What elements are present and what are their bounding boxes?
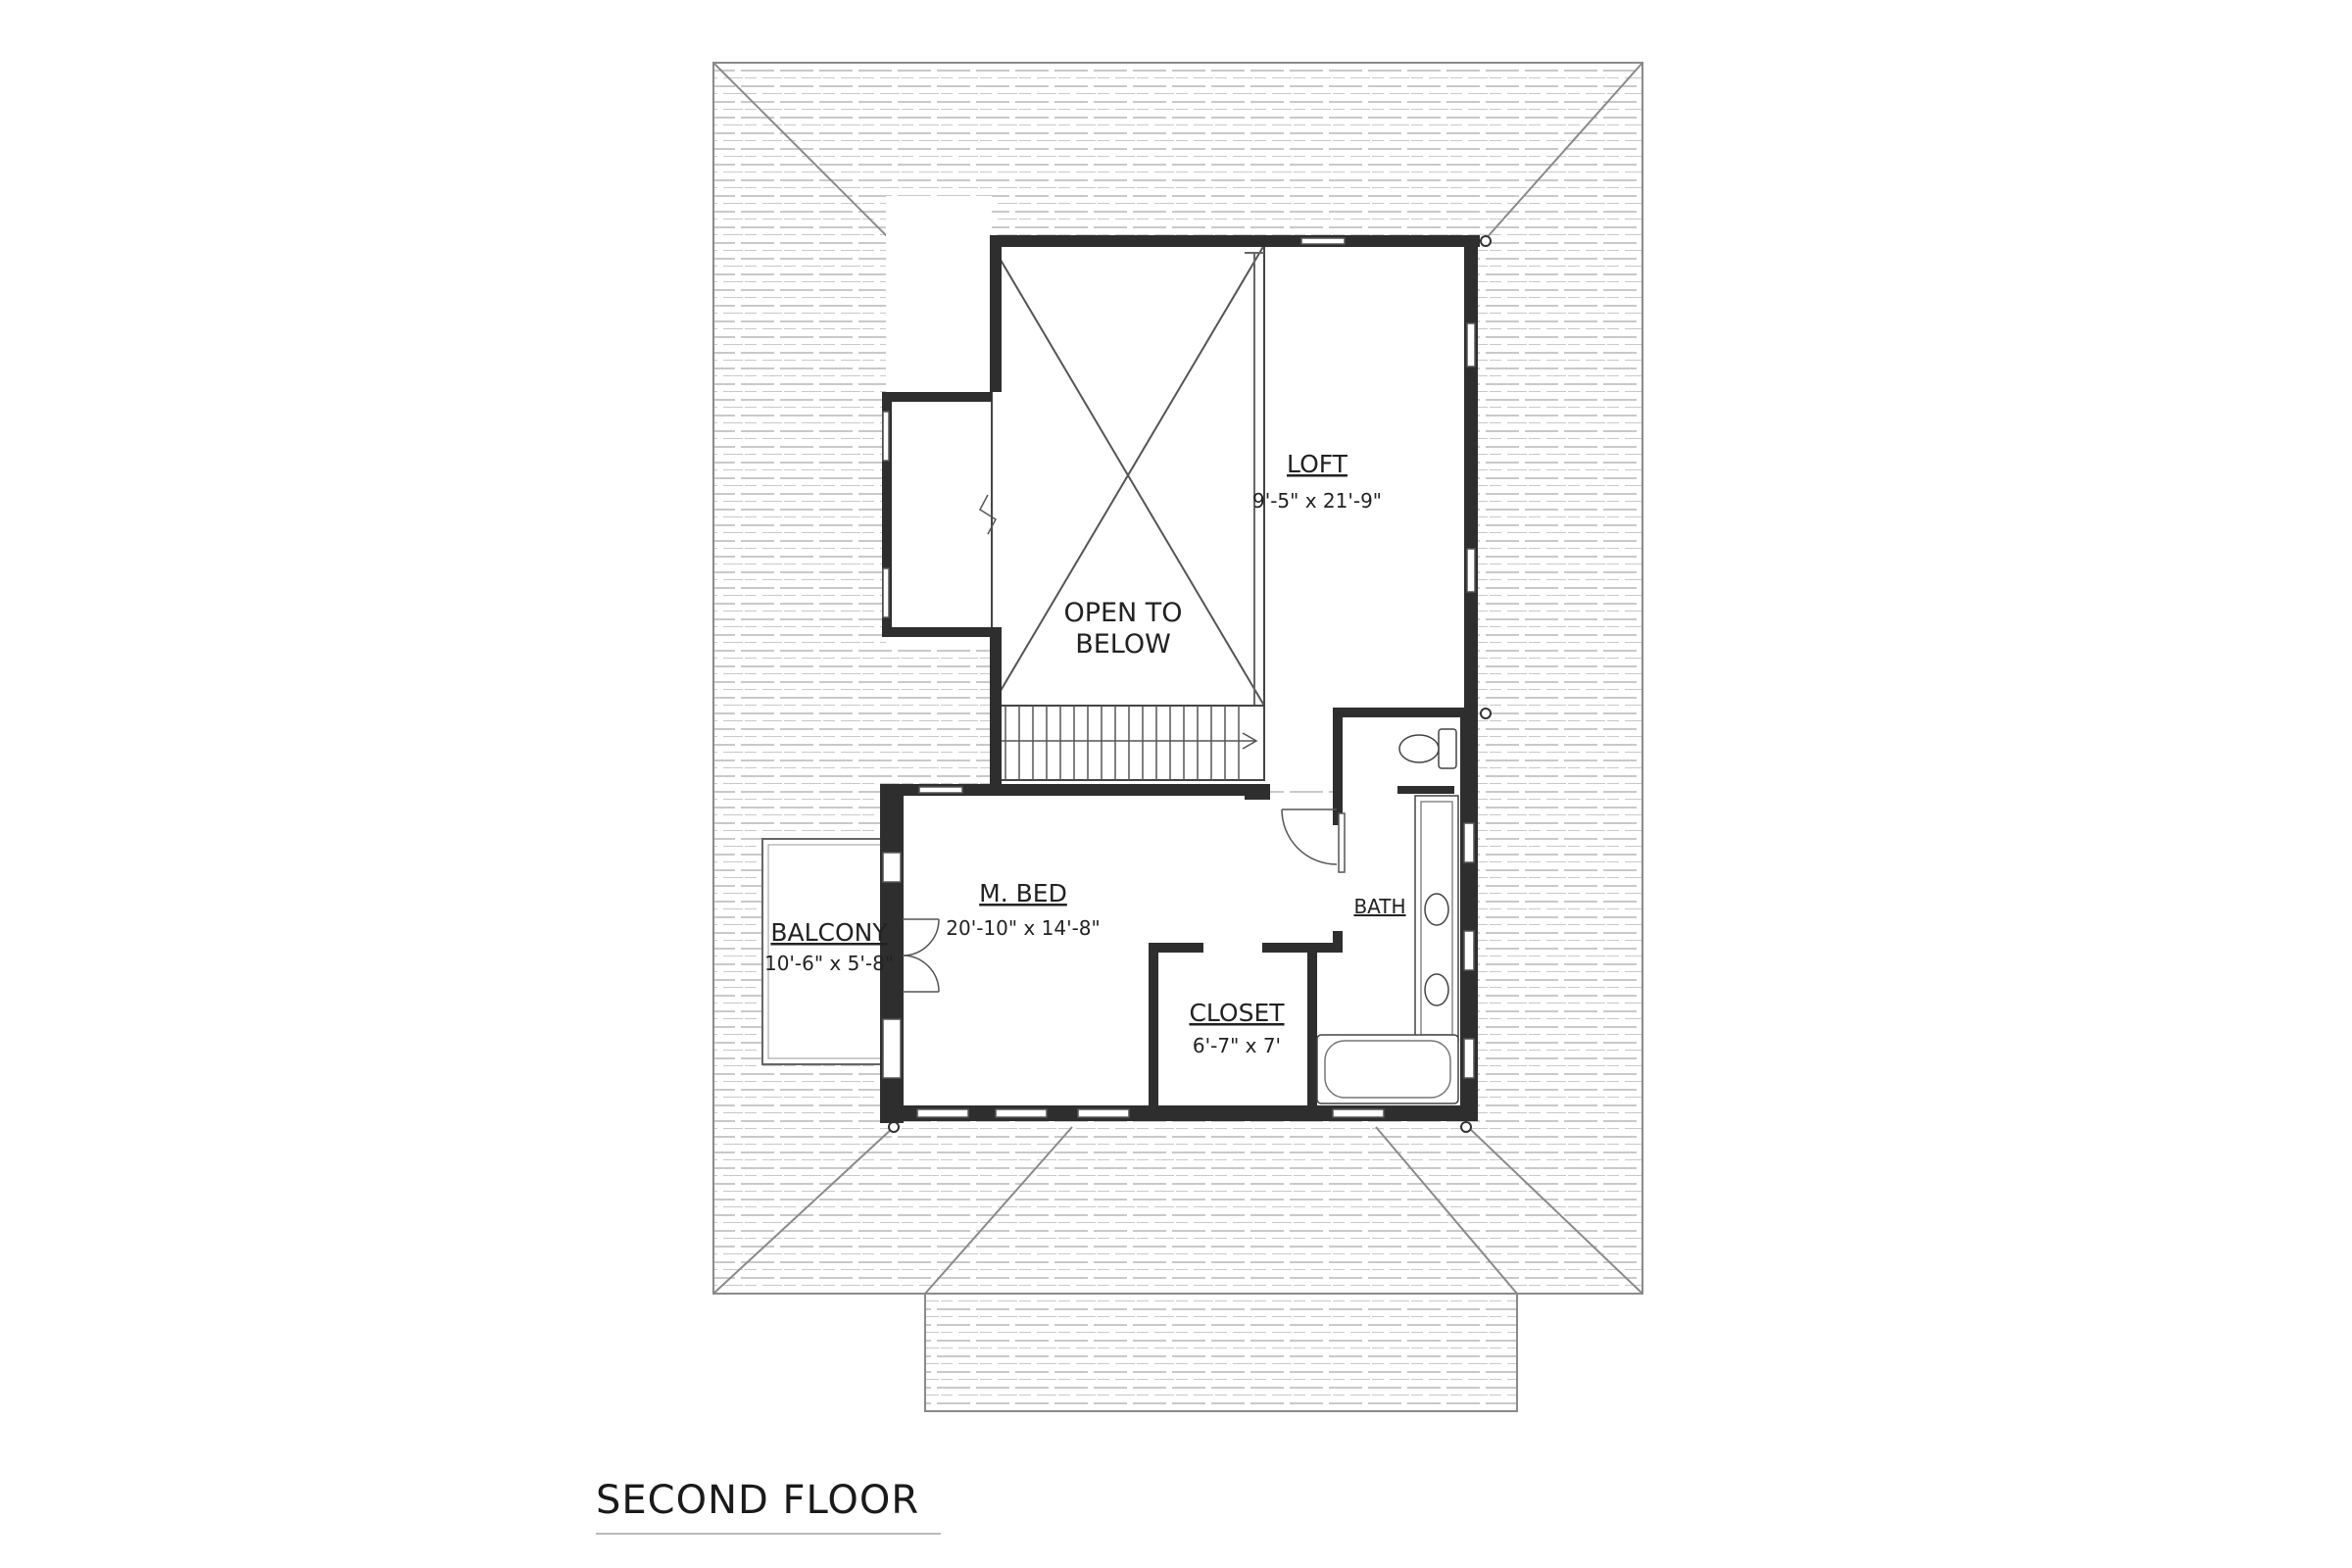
wall [990,627,1002,794]
bath-name: BATH [1353,895,1405,918]
bath-fixtures [1316,728,1459,1104]
window [882,1018,902,1079]
wall [882,392,992,402]
window [1466,322,1476,368]
window [995,1108,1048,1118]
window [1463,822,1475,863]
wall [882,627,992,637]
wall [882,392,892,637]
wall [1460,708,1478,1121]
toilet-icon [1398,734,1440,763]
wall [1149,943,1203,953]
wall [1245,784,1270,800]
hip-line [712,1126,895,1295]
sink-icon [1424,893,1449,926]
window [1466,548,1476,593]
hip-line [1375,1126,1518,1295]
window [916,1108,969,1118]
window [1463,1038,1475,1079]
hip-line [1467,1126,1643,1295]
wall [990,235,1002,392]
balcony-name: BALCONY [770,918,888,947]
toilet-tank [1438,728,1457,769]
open-to-below-line1: OPEN TO [1063,598,1182,628]
title-underline [596,1533,941,1535]
wall [1464,235,1478,711]
master-bed-name: M. BED [979,879,1067,907]
balcony-size: 10'-6" x 5'-8" [764,952,894,975]
downspout [1480,235,1492,247]
sink-icon [1424,973,1449,1006]
wall [1333,708,1478,717]
window [1077,1108,1130,1118]
window [918,786,963,794]
wall [880,1105,1478,1121]
walls [880,235,1480,1123]
loft-size: 9'-5" x 21'-9" [1252,489,1382,513]
wall [990,235,1480,247]
closet-size: 6'-7" x 7' [1193,1034,1281,1057]
closet-name: CLOSET [1189,999,1285,1027]
towel-bar [1397,786,1454,794]
wall [880,784,1270,796]
master-bed-size: 20'-10" x 14'-8" [946,916,1100,940]
door-swing [1281,808,1338,865]
drawing-title: SECOND FLOOR [596,1478,920,1523]
hip-line [924,1126,1073,1295]
wall [1333,931,1343,953]
window [1463,930,1475,971]
doors [902,494,1346,993]
window [1300,237,1346,245]
wall [1149,943,1158,1107]
hip-line [1483,62,1643,242]
balcony-deck [761,838,903,1065]
roof-extension [924,1293,1518,1412]
open-to-below-line2: BELOW [1075,629,1171,660]
downspout [888,1121,900,1133]
door-swing [902,918,940,956]
window [1332,1108,1385,1118]
wall [1262,943,1341,953]
downspout [1460,1121,1472,1133]
downspout [1480,708,1492,719]
wall [1307,943,1317,1107]
bifold-door [979,494,997,535]
hip-line [712,62,893,242]
room-labels: LOFT 9'-5" x 21'-9" OPEN TO BELOW M. BED… [764,450,1406,1057]
window [882,567,890,618]
loft-name: LOFT [1287,450,1348,478]
stairs [991,705,1265,781]
wall [1333,708,1343,825]
windows [882,237,1476,1118]
door-swing [902,955,940,993]
window [882,411,890,462]
open-to-below [991,244,1265,707]
window [882,852,902,883]
pocket-door [1338,812,1346,873]
